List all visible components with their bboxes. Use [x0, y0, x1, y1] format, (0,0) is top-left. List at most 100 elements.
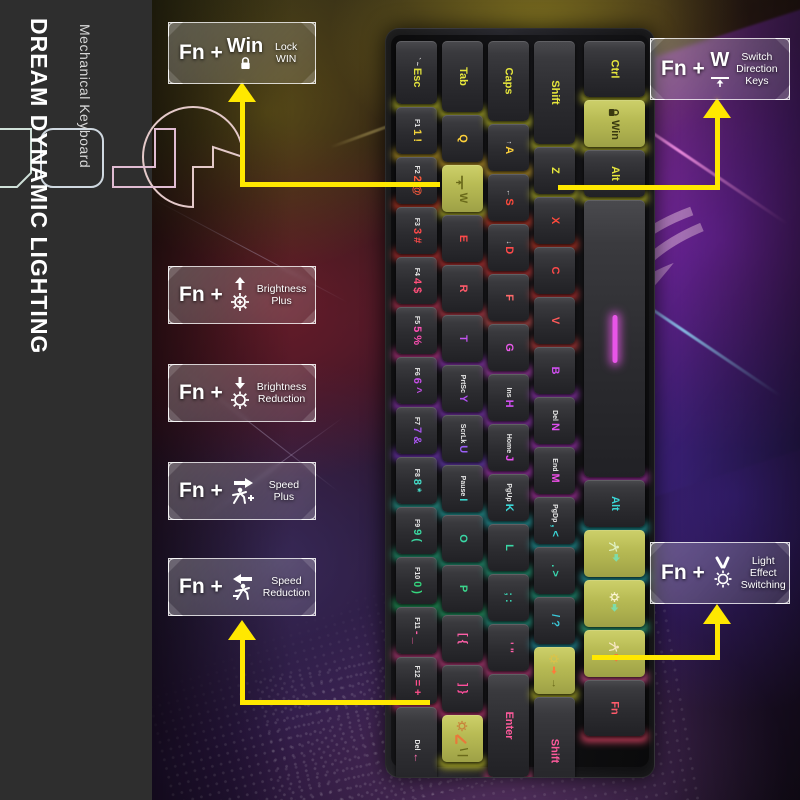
key-7[interactable]: 7 &F7: [396, 407, 437, 454]
key-backlight: [485, 566, 532, 577]
key-e[interactable]: E: [442, 215, 483, 262]
key-s[interactable]: S←: [488, 174, 529, 221]
key-8[interactable]: 8 *F8: [396, 457, 437, 504]
page-subtitle: Mechanical Keyboard: [77, 24, 93, 169]
key-o[interactable]: O: [442, 515, 483, 562]
key-g[interactable]: G: [488, 324, 529, 371]
key-brightnessupicon[interactable]: [584, 580, 645, 627]
key-win[interactable]: Win: [584, 100, 645, 147]
key-label: Alt: [609, 496, 621, 511]
key-enter[interactable]: Enter: [488, 674, 529, 777]
key-label: 4 $: [411, 277, 423, 294]
key-backlight: [581, 622, 648, 633]
key-d[interactable]: D↓: [488, 224, 529, 271]
key-label: C: [549, 266, 561, 275]
key-backlight: [439, 307, 486, 318]
key-5[interactable]: 5 %F5: [396, 307, 437, 354]
key-key[interactable]: ' ": [488, 624, 529, 671]
key-label: M: [549, 473, 561, 483]
key-t[interactable]: T: [442, 315, 483, 362]
key-key[interactable]: . >: [534, 547, 575, 594]
key-secondary-label: PgUp: [505, 483, 512, 502]
key-4[interactable]: 4 $F4: [396, 257, 437, 304]
key-esc[interactable]: Esc` ~: [396, 41, 437, 104]
key-caps[interactable]: Caps: [488, 41, 529, 121]
key-key[interactable]: [ {: [442, 615, 483, 662]
key-key[interactable]: - _F11: [396, 607, 437, 654]
key-space[interactable]: [584, 200, 645, 477]
key-key[interactable]: ; :: [488, 574, 529, 621]
key-key[interactable]: ←Del: [396, 707, 437, 777]
key-shift[interactable]: Shift: [534, 697, 575, 777]
key-secondary-label: End: [551, 458, 558, 472]
key-key[interactable]: = +F12: [396, 657, 437, 704]
key-backlight: [485, 616, 532, 627]
light-effect-icon: [455, 720, 471, 746]
key-9[interactable]: 9 (F9: [396, 507, 437, 554]
key-x[interactable]: X: [534, 197, 575, 244]
key-alt[interactable]: Alt: [584, 480, 645, 527]
key-label: X: [549, 216, 561, 225]
key-2[interactable]: 2 @F2: [396, 157, 437, 204]
key-0[interactable]: 0 )F10: [396, 557, 437, 604]
key-r[interactable]: R: [442, 265, 483, 312]
key-b[interactable]: B: [534, 347, 575, 394]
key-key[interactable]: \ |: [442, 715, 483, 762]
key-backlight: [531, 289, 578, 300]
key-1[interactable]: 1 !F1: [396, 107, 437, 154]
key-a[interactable]: A↑: [488, 124, 529, 171]
key-key[interactable]: / ?: [534, 597, 575, 644]
key-key[interactable]: , <PgDp: [534, 497, 575, 544]
key-v[interactable]: V: [534, 297, 575, 344]
key-key[interactable]: ] }: [442, 665, 483, 712]
key-6[interactable]: 6 ^F6: [396, 357, 437, 404]
key-backlight: [439, 707, 486, 718]
key-label: W: [457, 192, 469, 204]
key-backlight: [439, 557, 486, 568]
key-backlight: [485, 216, 532, 227]
key-p[interactable]: P: [442, 565, 483, 612]
key-ctrl[interactable]: Ctrl: [584, 41, 645, 97]
key-l[interactable]: L: [488, 524, 529, 571]
key-fn[interactable]: Fn: [584, 680, 645, 736]
key-speedupicon[interactable]: [584, 530, 645, 577]
key-label: . >: [549, 564, 561, 577]
key-backlight: [531, 189, 578, 200]
key-label: \ |: [457, 747, 469, 758]
key-secondary-label: PgDp: [551, 504, 558, 523]
key-label: ←: [411, 752, 423, 764]
key-3[interactable]: 3 #F3: [396, 207, 437, 254]
key-q[interactable]: Q: [442, 115, 483, 162]
key-backlight: [485, 266, 532, 277]
key-w[interactable]: W: [442, 165, 483, 212]
key-label: - _: [411, 630, 423, 644]
key-backlight: [439, 607, 486, 618]
key-f[interactable]: F: [488, 274, 529, 321]
key-shift[interactable]: Shift: [534, 41, 575, 144]
key-label: A: [503, 146, 515, 155]
key-backlight: [393, 649, 440, 660]
key-c[interactable]: C: [534, 247, 575, 294]
key-secondary-label: Home: [505, 433, 512, 454]
key-tab[interactable]: Tab: [442, 41, 483, 112]
key-key[interactable]: →: [534, 647, 575, 694]
key-speeddownicon[interactable]: [584, 630, 645, 677]
key-secondary-label: F7: [413, 416, 420, 426]
fn-label: Fn +: [179, 479, 223, 502]
